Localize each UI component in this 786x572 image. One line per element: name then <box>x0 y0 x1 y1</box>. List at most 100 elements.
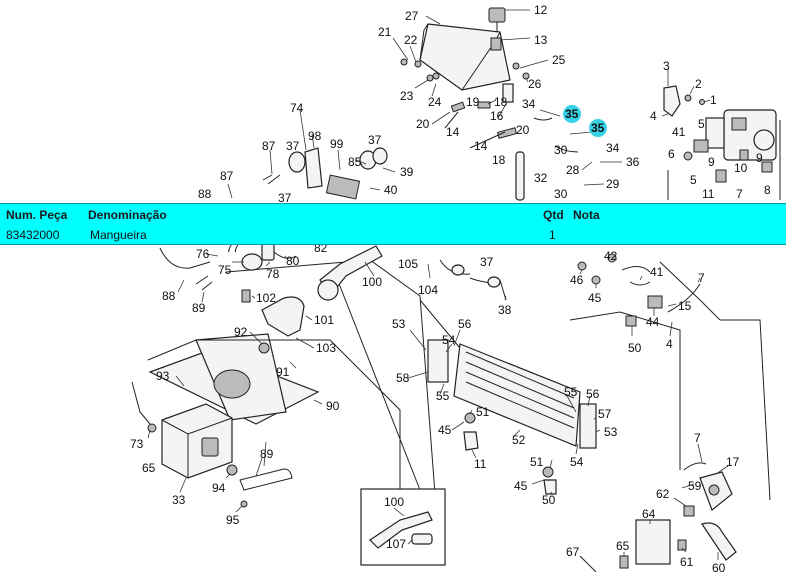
callout-35[interactable]: 35 <box>565 107 579 121</box>
callout-20b[interactable]: 20 <box>516 123 530 137</box>
callout-24[interactable]: 24 <box>428 95 442 109</box>
callout-64[interactable]: 64 <box>642 507 656 521</box>
callout-32[interactable]: 32 <box>534 171 548 185</box>
callout-19[interactable]: 19 <box>466 95 480 109</box>
callout-37d[interactable]: 37 <box>480 255 494 269</box>
callout-4b[interactable]: 4 <box>666 337 673 351</box>
callout-89b[interactable]: 89 <box>260 447 274 461</box>
callout-92[interactable]: 92 <box>234 325 248 339</box>
callout-50b[interactable]: 50 <box>542 493 556 507</box>
callout-18[interactable]: 18 <box>494 95 508 109</box>
callout-52[interactable]: 52 <box>512 433 526 447</box>
radiator[interactable] <box>427 339 597 449</box>
callout-100[interactable]: 100 <box>362 275 382 289</box>
callout-6[interactable]: 6 <box>668 147 675 161</box>
callout-45b[interactable]: 45 <box>438 423 452 437</box>
callout-54[interactable]: 54 <box>442 333 456 347</box>
callout-7b[interactable]: 7 <box>698 271 705 285</box>
callout-15[interactable]: 15 <box>678 299 692 313</box>
callout-45[interactable]: 45 <box>588 291 602 305</box>
callout-56[interactable]: 56 <box>458 317 472 331</box>
callout-18b[interactable]: 18 <box>492 153 506 167</box>
callout-100b[interactable]: 100 <box>384 495 404 509</box>
callout-65b[interactable]: 65 <box>616 539 630 553</box>
callout-55[interactable]: 55 <box>436 389 450 403</box>
callout-36[interactable]: 36 <box>626 155 640 169</box>
callout-74[interactable]: 74 <box>290 101 304 115</box>
callout-78[interactable]: 78 <box>266 267 280 281</box>
callout-27[interactable]: 27 <box>405 9 419 23</box>
callout-37b[interactable]: 37 <box>368 133 382 147</box>
pump-assembly[interactable] <box>705 109 777 161</box>
callout-54b[interactable]: 54 <box>570 455 584 469</box>
callout-34b[interactable]: 34 <box>606 141 620 155</box>
callout-1[interactable]: 1 <box>710 93 717 107</box>
callout-30b[interactable]: 30 <box>554 187 568 201</box>
callout-89[interactable]: 89 <box>192 301 206 315</box>
callout-29[interactable]: 29 <box>606 177 620 191</box>
callout-26[interactable]: 26 <box>528 77 542 91</box>
callout-53[interactable]: 53 <box>392 317 406 331</box>
callout-90[interactable]: 90 <box>326 399 340 413</box>
callout-61[interactable]: 61 <box>680 555 694 569</box>
callout-33[interactable]: 33 <box>172 493 186 507</box>
callout-17[interactable]: 17 <box>726 455 740 469</box>
callout-3[interactable]: 3 <box>663 59 670 73</box>
callout-75[interactable]: 75 <box>218 263 232 277</box>
callout-5[interactable]: 5 <box>698 117 705 131</box>
mounting-base[interactable] <box>148 333 320 425</box>
callout-7[interactable]: 7 <box>736 187 743 201</box>
callout-13[interactable]: 13 <box>534 33 548 47</box>
callout-44[interactable]: 44 <box>646 315 660 329</box>
drive-shaft[interactable] <box>317 245 383 301</box>
oil-cooler-box[interactable] <box>161 403 233 479</box>
callout-62[interactable]: 62 <box>656 487 670 501</box>
callout-60[interactable]: 60 <box>712 561 726 572</box>
callout-37[interactable]: 37 <box>286 139 300 153</box>
callout-21[interactable]: 21 <box>378 25 392 39</box>
callout-8[interactable]: 8 <box>764 183 771 197</box>
callout-11b[interactable]: 11 <box>474 457 487 471</box>
callout-41[interactable]: 41 <box>672 125 686 139</box>
callout-28[interactable]: 28 <box>566 163 580 177</box>
callout-51b[interactable]: 51 <box>530 455 544 469</box>
callout-45c[interactable]: 45 <box>514 479 528 493</box>
callout-88b[interactable]: 88 <box>162 289 176 303</box>
hydraulic-tank[interactable] <box>419 7 514 103</box>
callout-38[interactable]: 38 <box>498 303 512 317</box>
callout-4[interactable]: 4 <box>650 109 657 123</box>
callout-58[interactable]: 58 <box>396 371 410 385</box>
callout-34[interactable]: 34 <box>522 97 536 111</box>
callout-102[interactable]: 102 <box>256 291 276 305</box>
callout-80[interactable]: 80 <box>286 254 300 268</box>
callout-95[interactable]: 95 <box>226 513 240 527</box>
callout-73[interactable]: 73 <box>130 437 144 451</box>
callout-76[interactable]: 76 <box>196 247 210 261</box>
callout-53b[interactable]: 53 <box>604 425 618 439</box>
callout-50[interactable]: 50 <box>628 341 642 355</box>
callout-12[interactable]: 12 <box>534 3 548 17</box>
callout-5b[interactable]: 5 <box>690 173 697 187</box>
callout-88[interactable]: 88 <box>198 187 212 201</box>
callout-16[interactable]: 16 <box>490 109 504 123</box>
callout-99[interactable]: 99 <box>330 137 344 151</box>
callout-37c[interactable]: 37 <box>278 191 292 205</box>
callout-42[interactable]: 42 <box>604 249 618 263</box>
callout-51[interactable]: 51 <box>476 405 490 419</box>
callout-35b[interactable]: 35 <box>591 121 605 135</box>
callout-9b[interactable]: 9 <box>756 151 763 165</box>
callout-40[interactable]: 40 <box>384 183 398 197</box>
callout-39[interactable]: 39 <box>400 165 414 179</box>
callout-67[interactable]: 67 <box>566 545 580 559</box>
callout-107[interactable]: 107 <box>386 537 406 551</box>
callout-23[interactable]: 23 <box>400 89 414 103</box>
callout-91[interactable]: 91 <box>276 365 290 379</box>
callout-65[interactable]: 65 <box>142 461 156 475</box>
part-table-row[interactable]: 83432000 Mangueira 1 <box>0 228 786 246</box>
callout-46[interactable]: 46 <box>570 273 584 287</box>
callout-87b[interactable]: 87 <box>220 169 234 183</box>
callout-14[interactable]: 14 <box>446 125 460 139</box>
callout-101[interactable]: 101 <box>314 313 334 327</box>
callout-2[interactable]: 2 <box>695 77 702 91</box>
callout-87[interactable]: 87 <box>262 139 276 153</box>
